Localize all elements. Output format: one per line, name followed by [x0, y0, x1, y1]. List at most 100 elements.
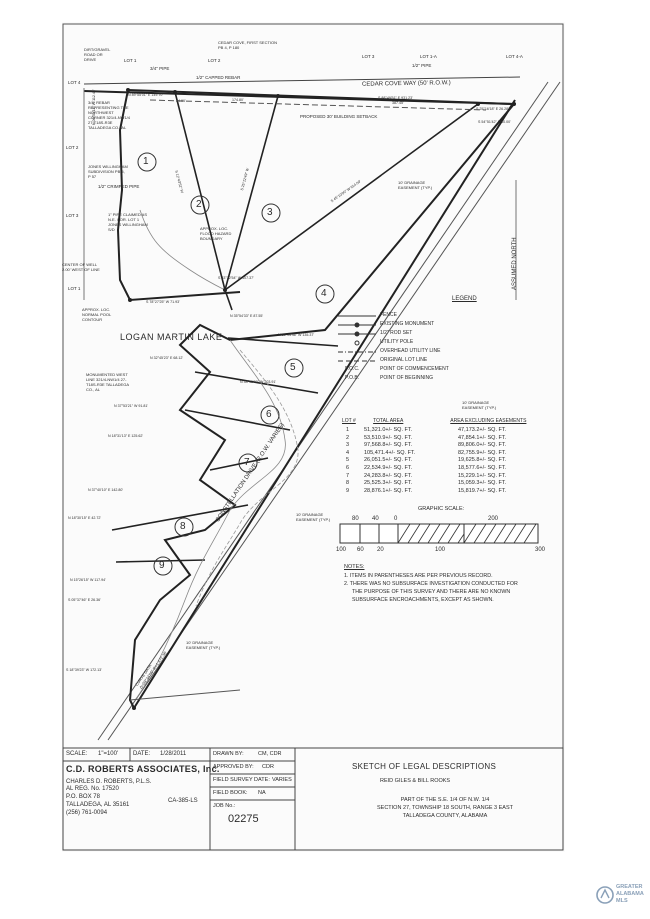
total-area-cell: 26,051.5+/- SQ. FT. — [364, 457, 413, 464]
road-line-2 — [97, 81, 549, 741]
legend-rod-set: 1/2" ROD SET — [380, 330, 413, 336]
area-table-header: LOT # TOTAL AREA AREA EXCLUDING EASEMENT… — [342, 418, 554, 424]
jones-willingham-label: JONES WILLINGHAM SUBDIVISION PB 5, P 57 — [88, 164, 128, 179]
northwest-rebar-label: 3/4" REBAR REPRESENTING THE NORTHWEST CO… — [88, 100, 131, 130]
lot4a-top-label: LOT 4-A — [506, 54, 523, 59]
building-setback-label: PROPOSED 30' BUILDING SETBACK — [300, 114, 378, 119]
field-survey-label: FIELD SURVEY DATE: — [213, 777, 270, 783]
lot-number-cell: 3 — [346, 442, 350, 449]
lot1-west-boundary — [116, 89, 241, 302]
mls-line-1: GREATER — [616, 884, 643, 890]
excluding-area-cell: 18,577.6+/- SQ. FT. — [458, 464, 507, 471]
firm-line-5: (256) 761-0094 — [66, 810, 108, 816]
mls-line-2: ALABAMA — [616, 891, 644, 897]
total-area-cell: 22,534.9+/- SQ. FT. — [364, 464, 413, 471]
monuments — [126, 88, 516, 710]
legend-original-lot-line: ORIGINAL LOT LINE — [380, 357, 428, 363]
bearing-21: N 18°30'15" E 42.72' — [68, 516, 102, 520]
area-table: LOT # TOTAL AREA AREA EXCLUDING EASEMENT… — [342, 418, 554, 424]
total-area-cell: 25,525.3+/- SQ. FT. — [364, 480, 413, 487]
lot-number-4: 4 — [321, 288, 327, 299]
field-book-value: NA — [258, 790, 266, 796]
road-label: DIRT/GRAVEL ROAD OR DRIVE — [84, 47, 111, 62]
drainage-easement-label-3: 10' DRAINAGE EASEMENT (TYP.) — [296, 512, 331, 522]
drainage-easement-label-4: 10' DRAINAGE EASEMENT (TYP.) — [186, 640, 221, 650]
bearing-1: N 89°55'01" E 149.70' — [128, 93, 164, 97]
header-excluding: AREA EXCLUDING EASEMENTS — [450, 418, 527, 424]
lot-number-cell: 4 — [346, 449, 350, 456]
legend-overhead-line: OVERHEAD UTILITY LINE — [380, 348, 441, 354]
sketch-title: SKETCH OF LEGAL DESCRIPTIONS — [352, 762, 497, 771]
lot-corner-tick — [224, 289, 233, 311]
bearing-18: N 37°53'21" W 91.81' — [114, 404, 149, 408]
lot8-lot9-line — [111, 504, 249, 531]
scale-bottom-300: 300 — [535, 547, 546, 553]
property-outline — [127, 89, 517, 709]
bearing-3: 174.80' — [232, 98, 244, 102]
contour-line — [139, 209, 226, 291]
mls-line-3: MLS — [616, 898, 628, 904]
mls-logo-icon — [596, 886, 614, 904]
road-frontage-line — [133, 99, 516, 709]
south-line — [129, 689, 241, 701]
location-line-1: PART OF THE S.E. 1/4 OF N.W. 1/4 — [400, 797, 490, 803]
legend-pob: POINT OF BEGINNING — [380, 375, 433, 381]
bearing-24: S 18°39'23" W 172.13' — [66, 668, 102, 672]
flood-boundary-label: APPROX. LOC. FLOOD HAZARD BOUNDARY — [200, 226, 232, 241]
excluding-area-cell: 15,059.3+/- SQ. FT. — [458, 480, 507, 487]
note-2-line2: THE PURPOSE OF THIS SURVEY AND THERE ARE… — [352, 589, 511, 595]
pipe-34-label: 3/4" PIPE — [150, 66, 170, 71]
note-1: 1. ITEMS IN PARENTHESES ARE PER PREVIOUS… — [344, 573, 493, 579]
graphic-scale-bar — [339, 523, 539, 544]
excluding-area-cell: 82,755.9+/- SQ. FT. — [458, 449, 507, 456]
street-line-north — [83, 76, 521, 85]
lot1a-top-label: LOT 1-A — [420, 54, 437, 59]
notes-title: NOTES: — [344, 564, 365, 570]
lot3-lot4-line — [224, 103, 479, 291]
drawn-by-value: CM, CDR — [258, 751, 282, 757]
lot-number-2: 2 — [196, 199, 202, 210]
legend-pob-symbol: P.O.B. — [345, 375, 360, 381]
firm-line-4: TALLADEGA, AL 35161 — [66, 802, 130, 808]
scale-bottom-20: 20 — [377, 547, 384, 553]
assumed-north-label: ASSUMED NORTH — [512, 237, 518, 290]
bearing-8: N 06°53'11" W 112.45' — [92, 89, 96, 125]
lot-number-cell: 2 — [346, 434, 350, 441]
lot2-top-label: LOT 2 — [208, 58, 221, 63]
location-line-3: TALLADEGA COUNTY, ALABAMA — [402, 813, 488, 819]
bearing-19: N 18°31'13" E 125.62' — [108, 434, 144, 438]
firm-line-1: CHARLES D. ROBERTS, P.L.S. — [66, 779, 152, 785]
bearing-2: 24.96' — [176, 99, 186, 103]
flood-contour — [195, 349, 299, 607]
lot-number-1: 1 — [143, 156, 149, 167]
field-book-label: FIELD BOOK: — [213, 790, 248, 796]
bearing-16: N 33°45'00" W 203.91' — [240, 380, 277, 384]
jones-pipe-label: 1" PIPE CLAIMED AS N.E. COR. LOT 1 JONES… — [108, 212, 148, 232]
approved-by-label: APPROVED BY: — [213, 764, 254, 770]
bearing-20: N 37°40'10" E 142.80' — [88, 488, 124, 492]
crimped-pipe-label: 1/2" CRIMPED PIPE — [98, 184, 140, 189]
scale-bottom-100: 100 — [336, 547, 347, 553]
lot6-lot7-line — [184, 409, 291, 431]
legend-fence: FENCE — [380, 312, 397, 318]
capped-rebar-label: 1/2" CAPPED REBAR — [196, 75, 241, 80]
lot-number-cell: 9 — [346, 487, 350, 494]
center-of-well-label: CENTER OF WELL 2.00' WEST OF LINE — [62, 262, 100, 272]
lot-number-3: 3 — [267, 207, 273, 218]
total-area-cell: 53,510.9+/- SQ. FT. — [364, 434, 413, 441]
lot-number-cell: 7 — [346, 472, 350, 479]
lot3-top-label: LOT 3 — [362, 54, 375, 59]
bearing-6: S 25°16'18" E 26.28' — [476, 107, 509, 111]
scale-bottom-60: 60 — [357, 547, 364, 553]
legend-poc: POINT OF COMMENCEMENT — [380, 366, 449, 372]
scale-top-0: 0 — [394, 516, 398, 522]
note-2-line3: SUBSURFACE ENCROACHMENTS, EXCEPT AS SHOW… — [352, 597, 494, 603]
bearing-5: 387.45' — [392, 101, 404, 105]
date-label: DATE: — [133, 751, 151, 757]
lot4-top-label: LOT 4 — [68, 80, 81, 85]
scale-value: 1"=100' — [98, 751, 119, 757]
total-area-cell: 51,321.0+/- SQ. FT. — [364, 427, 413, 433]
bearing-23: S 05°37'46" E 26.36' — [68, 598, 101, 602]
